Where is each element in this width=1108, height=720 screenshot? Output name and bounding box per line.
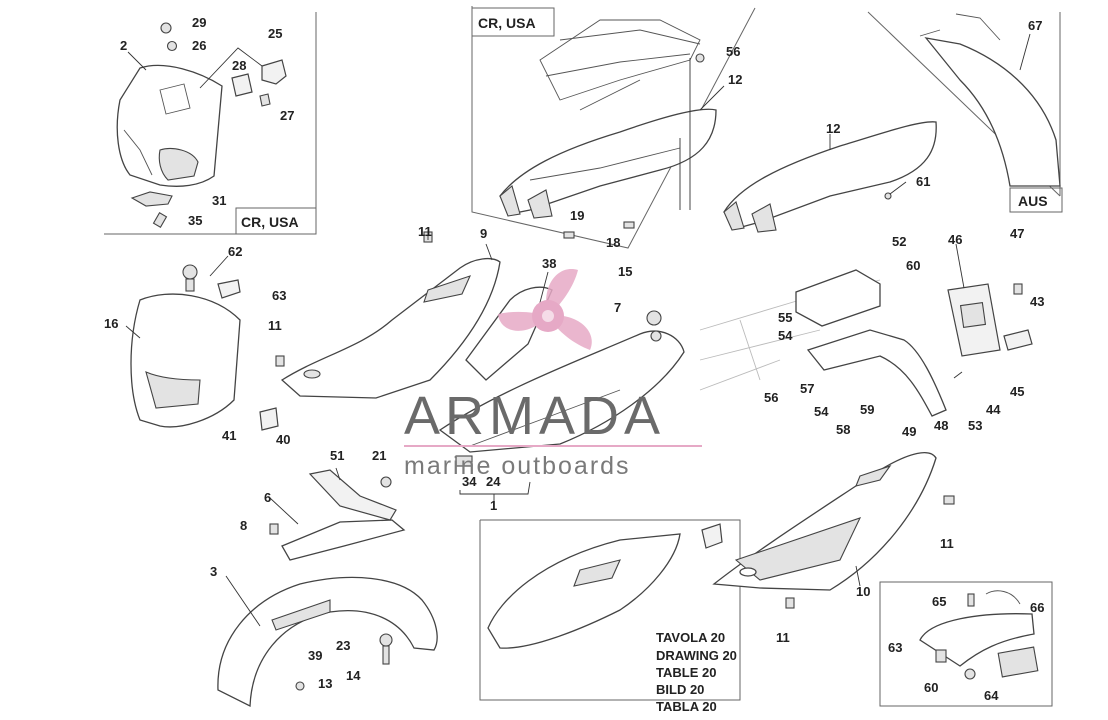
part-label: 9	[480, 226, 487, 241]
headlight-mask-part-2	[116, 64, 223, 228]
part-label: 46	[948, 232, 962, 247]
part-label: 14	[346, 668, 361, 683]
front-number-plate-part-16	[130, 264, 279, 431]
region-tag-aus: AUS	[1018, 193, 1048, 209]
part-label: 57	[800, 381, 814, 396]
part-label: 39	[308, 648, 322, 663]
region-tag-top-center: CR, USA	[478, 15, 536, 31]
part-label: 59	[860, 402, 874, 417]
part-label: 18	[606, 235, 620, 250]
part-label: 63	[888, 640, 902, 655]
part-label: 62	[228, 244, 242, 259]
side-cover-detail	[487, 523, 723, 649]
part-label: 10	[856, 584, 870, 599]
part-label: 19	[570, 208, 584, 223]
part-label: 15	[618, 264, 632, 279]
side-panel-part-9	[280, 257, 501, 399]
part-label: 60	[924, 680, 938, 695]
part-label: 60	[906, 258, 920, 273]
part-label: 41	[222, 428, 236, 443]
part-label: 61	[916, 174, 930, 189]
part-label: 49	[902, 424, 916, 439]
part-label: 54	[814, 404, 829, 419]
part-label: 66	[1030, 600, 1044, 615]
inset-kit-part-63	[919, 590, 1039, 680]
part-label: 55	[778, 310, 792, 325]
part-label: 27	[280, 108, 294, 123]
part-label: 16	[104, 316, 118, 331]
seat-part-12-right	[723, 121, 937, 233]
part-label: 3	[210, 564, 217, 579]
part-label: 23	[336, 638, 350, 653]
part-label: 24	[486, 474, 501, 489]
drawing-reference-block: TAVOLA 20 DRAWING 20 TABLE 20 BILD 20 TA…	[656, 630, 737, 714]
side-panel-part-10	[712, 452, 937, 591]
part-label: 12	[728, 72, 742, 87]
part-label: 44	[986, 402, 1001, 417]
side-panel-part-24	[438, 330, 685, 453]
part-label: 48	[934, 418, 948, 433]
part-label: 38	[542, 256, 556, 271]
part-label: 65	[932, 594, 946, 609]
part-label: 56	[726, 44, 740, 59]
part-label: 12	[826, 121, 840, 136]
watermark-tagline: marine outboards	[404, 452, 631, 480]
part-label: 26	[192, 38, 206, 53]
part-label: 31	[212, 193, 226, 208]
drawing-ref-line: BILD 20	[656, 682, 704, 697]
part-label: 34	[462, 474, 477, 489]
rear-fender-part-67	[919, 13, 1061, 187]
part-label: 25	[268, 26, 282, 41]
part-label: 2	[120, 38, 127, 53]
part-label: 58	[836, 422, 850, 437]
watermark-brand: ARMADA	[404, 386, 665, 446]
part-label: 35	[188, 213, 202, 228]
seat-part-12-top	[499, 108, 717, 219]
part-label: 1	[490, 498, 497, 513]
part-label: 8	[240, 518, 247, 533]
fender-support-part-6-51	[281, 469, 406, 561]
part-label: 11	[418, 224, 432, 239]
part-label: 29	[192, 15, 206, 30]
part-label: 52	[892, 234, 906, 249]
part-label: 47	[1010, 226, 1024, 241]
part-label: 7	[614, 300, 621, 315]
part-label: 56	[764, 390, 778, 405]
part-number-labels: 29 26 2 25 28 27 31 35 56 12 19 18 12 61…	[104, 15, 1044, 703]
part-label: 63	[272, 288, 286, 303]
part-label: 11	[776, 630, 790, 645]
part-label: 54	[778, 328, 793, 343]
part-label: 64	[984, 688, 999, 703]
bracket-part-25-28	[160, 22, 287, 107]
rear-frame-subassembly	[539, 19, 701, 111]
part-label: 45	[1010, 384, 1024, 399]
front-fender-part-3	[217, 576, 438, 708]
drawing-ref-line: DRAWING 20	[656, 648, 737, 663]
drawing-ref-line: TABLA 20	[656, 699, 717, 714]
license-bracket-part-52-55	[795, 269, 947, 417]
part-label: 28	[232, 58, 246, 73]
leader-line	[199, 47, 263, 89]
part-label: 53	[968, 418, 982, 433]
propeller-logo	[498, 269, 592, 350]
part-label: 13	[318, 676, 332, 691]
part-label: 11	[940, 536, 954, 551]
part-label: 6	[264, 490, 271, 505]
drawing-ref-line: TAVOLA 20	[656, 630, 725, 645]
part-label: 11	[268, 318, 282, 333]
drawing-ref-line: TABLE 20	[656, 665, 716, 680]
region-tag-top-left: CR, USA	[241, 214, 299, 230]
part-label: 21	[372, 448, 386, 463]
plate-holder-part-46	[947, 283, 1033, 357]
part-label: 51	[330, 448, 344, 463]
part-label: 67	[1028, 18, 1042, 33]
part-label: 43	[1030, 294, 1044, 309]
armada-watermark: ARMADA marine outboards	[404, 269, 702, 480]
part-label: 40	[276, 432, 290, 447]
